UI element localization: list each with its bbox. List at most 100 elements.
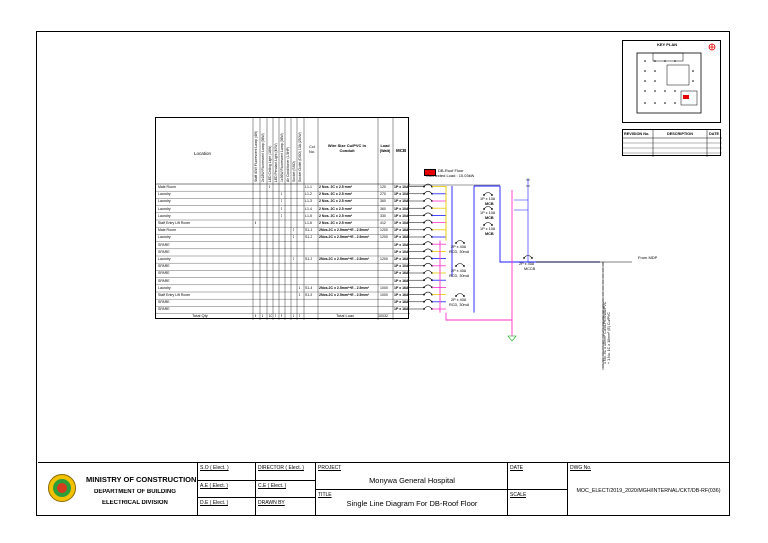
row-location: SPARE xyxy=(158,271,170,276)
total-fixture-qty: 3 xyxy=(274,314,277,318)
row-mcb: 1P x 10A xyxy=(394,264,409,269)
row-location: SPARE xyxy=(158,249,170,254)
row-fixture-qty: 4 xyxy=(254,221,257,225)
title-label: TITLE xyxy=(318,492,332,498)
row-location: Staff Entry Lift Room xyxy=(158,221,191,225)
row-load: 1200 xyxy=(380,257,388,261)
row-cct-no: L1-3 xyxy=(305,199,313,204)
rcd-1-type: RCD, 30mA xyxy=(449,250,470,254)
row-mcb: 1P x 10A xyxy=(394,199,409,204)
ministry-seal-logo xyxy=(48,474,76,502)
project-label: PROJECT xyxy=(318,465,342,471)
row-load: 1200 xyxy=(380,228,388,233)
total-fixture-qty: 4 xyxy=(254,314,257,318)
row-wire-size: 2 Nos. 2C x 2.5 mm² xyxy=(319,185,353,189)
row-mcb: 1P x 10A xyxy=(394,221,409,225)
row-mcb: 1P x 10A xyxy=(394,249,409,254)
rcd-3-type: RCD, 30mA xyxy=(449,303,470,307)
director-label: DIRECTOR ( Elect. ) xyxy=(258,465,305,471)
row-location: Laundry xyxy=(158,192,171,197)
row-mcb: 1P x 16A xyxy=(394,271,409,276)
row-location: Male Room xyxy=(158,228,176,233)
schedule-grid xyxy=(156,118,410,320)
fixture-header: Socket (SSO) xyxy=(292,161,296,182)
row-load: 1000 xyxy=(380,293,388,297)
total-fixture-qty: 2 xyxy=(298,314,301,318)
row-cct-no: S1-4 xyxy=(305,285,313,290)
fixture-header: Air Conditioner (1.5HP) xyxy=(286,146,290,182)
drawing-title: Single Line Diagram For DB-Roof Floor xyxy=(346,499,478,508)
drawing-number: MOC_ELECT/2019_2020/MGH/INTERNAL/CKT/DB-… xyxy=(576,488,721,494)
key-plan-drawing xyxy=(636,43,716,114)
mcb-a-type: MCB xyxy=(485,202,494,206)
rcd-2-rating: 2P x 40A xyxy=(451,269,467,273)
ministry-name: MINISTRY OF CONSTRUCTION xyxy=(86,477,197,483)
mcb-c-rating: 1P x 10A xyxy=(480,227,496,231)
row-location: Male Room xyxy=(158,185,176,189)
row-cct-no: S1-1 xyxy=(305,228,313,233)
total-fixture-qty: 8 xyxy=(280,314,283,318)
incoming-cable-label: 1 No. 4C x 10mm² Cu/XLPE/SWA/PVC + 1 No.… xyxy=(603,268,611,368)
revision-no-header: REVISION No. xyxy=(624,132,650,136)
row-fixture-qty: 2 xyxy=(280,199,283,204)
row-location: SPARE xyxy=(158,278,170,283)
wire-size-header: Wire Size Cu/PVC in Conduit xyxy=(327,143,367,153)
ae-label: A.E ( Elect. ) xyxy=(200,483,229,489)
row-mcb: 1P x 16A xyxy=(394,285,409,290)
row-fixture-qty: 1 xyxy=(298,293,301,297)
row-fixture-qty: 2 xyxy=(280,213,283,218)
row-wire-size: 2 Nos. 2C x 2.5 mm² xyxy=(319,192,353,197)
total-load-value: 10032 xyxy=(378,314,388,318)
row-location: SPARE xyxy=(158,307,170,312)
row-fixture-qty: 2 xyxy=(292,257,295,261)
row-wire-size: 2 Nos. 2C x 2.5 mm² xyxy=(319,206,353,211)
row-cct-no: S1-5 xyxy=(305,293,313,297)
mcb-c-type: MCB xyxy=(485,232,494,236)
fixture-header: Staff 40W Fluorescent Lamp (4W) xyxy=(254,130,258,182)
rcd-3-rating: 2P x 40A xyxy=(451,298,467,302)
row-mcb: 1P x 10A xyxy=(394,213,409,218)
location-header: Location xyxy=(194,151,212,156)
row-wire-size: 2 Nos. 2C x 2.5 mm² xyxy=(319,199,353,204)
revision-grid xyxy=(623,130,722,157)
row-location: Laundry xyxy=(158,206,171,211)
total-qty-label: Total Qty xyxy=(192,313,208,318)
db-legend-load: Connected Load : 10.03kW xyxy=(426,174,475,178)
db-legend-swatch xyxy=(424,169,436,176)
revision-table: REVISION No. DESCRIPTION DATE xyxy=(622,129,722,157)
row-location: SPARE xyxy=(158,300,170,305)
fixture-header: LED Ceiling Light (18W) xyxy=(268,145,272,182)
total-fixture-qty: 6 xyxy=(292,314,295,318)
fixture-header: LED Pendant Light (40W) xyxy=(274,143,278,182)
key-plan: KEY PLAN xyxy=(622,40,721,123)
row-fixture-qty: 1 xyxy=(280,192,283,197)
row-wire-size: 2Nos.2C x 2.5mm²+E - 2.5mm² xyxy=(319,285,369,290)
title-block: MINISTRY OF CONSTRUCTION DEPARTMENT OF B… xyxy=(38,462,729,516)
main-breaker-type: MCCB xyxy=(524,267,536,271)
row-mcb: 1P x 10A xyxy=(394,242,409,247)
drawn-by-label: DRAWN BY xyxy=(258,500,285,506)
row-cct-no: S1-3 xyxy=(305,257,313,261)
fixture-header: 1x36W Fluorescent Lamp (36W) xyxy=(280,133,284,182)
row-load: 1200 xyxy=(380,235,388,240)
total-load-label: Total Load xyxy=(336,313,355,318)
row-cct-no: S1-2 xyxy=(305,235,313,240)
mcb-b-rating: 1P x 10A xyxy=(480,211,496,215)
row-mcb: 1P x 10A xyxy=(394,206,409,211)
rcd-1-rating: 2P x 40A xyxy=(451,245,467,249)
row-wire-size: 2Nos.2C x 2.5mm²+E - 2.5mm² xyxy=(319,235,369,240)
row-mcb: 1P x 10A xyxy=(394,192,409,197)
rcd-2-type: RCD, 30mA xyxy=(449,274,470,278)
division-name: ELECTRICAL DIVISION xyxy=(102,500,168,506)
row-cct-no: L1-6 xyxy=(305,221,313,225)
row-load: 360 xyxy=(380,206,386,211)
row-mcb: 1P x 10A xyxy=(394,185,409,189)
row-load: 360 xyxy=(380,199,386,204)
fixture-header: Socket Outlet (DSO) 13A (250W) xyxy=(298,132,302,182)
date-label: DATE xyxy=(510,465,523,471)
row-mcb: 1P x 16A xyxy=(394,257,409,261)
dwg-no-label: DWG No. xyxy=(570,465,592,471)
mcb-b-type: MCB xyxy=(485,216,494,220)
row-fixture-qty: 2 xyxy=(292,228,295,233)
row-load: 270 xyxy=(380,192,386,197)
